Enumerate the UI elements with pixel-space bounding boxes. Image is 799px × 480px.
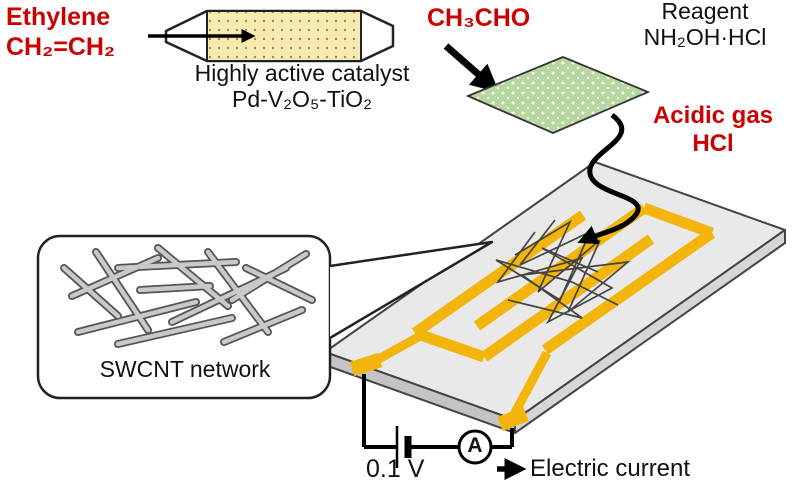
electric-current-label: Electric current — [530, 455, 690, 480]
acidic-gas-name: Acidic gas — [652, 102, 774, 129]
ammeter-label: A — [462, 434, 488, 458]
product-flow-arrow — [443, 43, 500, 93]
reagent-plate — [465, 56, 651, 134]
voltage-label: 0.1 V — [366, 455, 424, 480]
catalyst-caption: Highly active catalyst Pd-V₂O₅-TiO₂ — [150, 60, 454, 112]
acidic-gas-label: Acidic gas HCl — [626, 102, 799, 158]
acidic-gas-formula: HCl — [692, 130, 734, 157]
swcnt-rods — [60, 244, 316, 348]
reagent-label: Reagent NH₂OH·HCl — [612, 0, 798, 50]
ammeter-icon — [457, 429, 493, 465]
ethylene-formula: CH₂=CH₂ — [6, 33, 116, 61]
ammeter-letter: A — [467, 434, 483, 457]
electric-current-text: Electric current — [530, 455, 691, 480]
gas-flow-squiggle-arrow — [577, 112, 641, 245]
battery-icon — [395, 426, 412, 468]
reagent-name: Reagent — [661, 0, 749, 24]
acetaldehyde-formula: CH₃CHO — [427, 4, 531, 32]
voltage-text: 0.1 V — [366, 455, 425, 480]
catalyst-caption-line2: Pd-V₂O₅-TiO₂ — [232, 86, 372, 112]
electrode-pattern — [349, 202, 716, 432]
sensor-chip — [324, 161, 786, 434]
ethylene-label: Ethylene CH₂=CH₂ — [6, 2, 115, 62]
swcnt-network-label: SWCNT network — [42, 356, 328, 383]
swcnt-network-text: SWCNT network — [99, 356, 271, 382]
cnt-mesh — [495, 219, 631, 325]
measurement-circuit — [362, 374, 527, 480]
acetaldehyde-label: CH₃CHO — [427, 4, 530, 33]
ethylene-name: Ethylene — [6, 3, 111, 31]
callout-pointer — [329, 240, 494, 340]
reagent-formula: NH₂OH·HCl — [643, 24, 767, 50]
catalyst-caption-line1: Highly active catalyst — [194, 60, 410, 86]
